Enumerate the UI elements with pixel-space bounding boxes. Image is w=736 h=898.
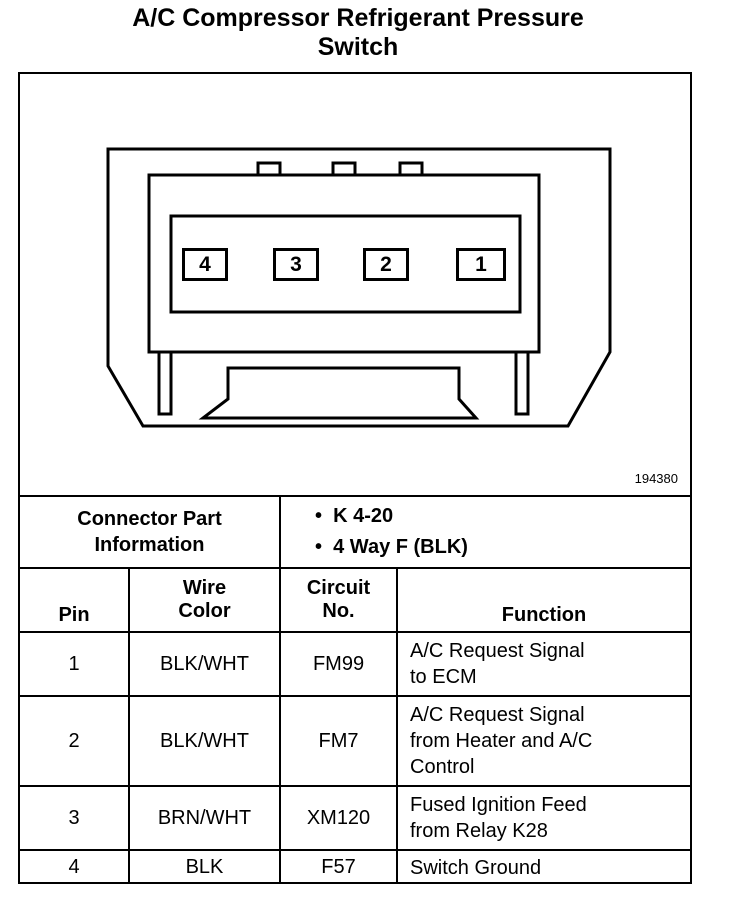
- cell-pin: 2: [20, 695, 130, 787]
- header-circuit: Circuit No.: [279, 567, 398, 633]
- connector-body: [147, 173, 541, 354]
- table-row: 4 BLK F57 Switch Ground: [20, 849, 691, 884]
- cell-wire: BRN/WHT: [128, 785, 281, 851]
- list-item: • 4 Way F (BLK): [315, 536, 468, 558]
- locking-tab: [331, 161, 357, 177]
- figure-number: 194380: [634, 471, 678, 486]
- cell-pin: 1: [20, 631, 130, 697]
- table-row: 2 BLK/WHT FM7 A/C Request Signal from He…: [20, 695, 691, 787]
- diagram-frame: 4 3 2 1 194380 Connector Part Informatio…: [18, 72, 692, 884]
- title-line-1: A/C Compressor Refrigerant Pressure: [132, 4, 584, 32]
- cell-pin: 3: [20, 785, 130, 851]
- pin-number: 2: [380, 252, 392, 276]
- pin-box-4: 4: [182, 248, 228, 281]
- cell-pin: 4: [20, 849, 130, 884]
- connector-leg: [157, 350, 173, 416]
- page-title: A/C Compressor Refrigerant Pressure Swit…: [0, 4, 716, 62]
- connector-drawing: [106, 147, 612, 428]
- cell-circuit: FM7: [279, 695, 398, 787]
- table-row: 1 BLK/WHT FM99 A/C Request Signal to ECM: [20, 631, 691, 697]
- pin-box-1: 1: [456, 248, 506, 281]
- connector-part-values: • K 4-20 • 4 Way F (BLK): [278, 495, 691, 569]
- connector-diagram: 4 3 2 1 194380: [20, 74, 690, 495]
- table-row: 3 BRN/WHT XM120 Fused Ignition Feed from…: [20, 785, 691, 851]
- cell-function: A/C Request Signal from Heater and A/C C…: [395, 695, 691, 787]
- terminal-window: [169, 214, 522, 314]
- pin-number: 4: [199, 252, 211, 276]
- table-header-row: Pin Wire Color Circuit No. Function: [20, 567, 691, 633]
- title-line-2: Switch: [317, 33, 399, 61]
- connector-part-label: Connector Part Information: [20, 495, 281, 569]
- cell-wire: BLK: [128, 849, 281, 884]
- cell-circuit: F57: [279, 849, 398, 884]
- cell-circuit: XM120: [279, 785, 398, 851]
- cell-wire: BLK/WHT: [128, 631, 281, 697]
- pin-box-2: 2: [363, 248, 409, 281]
- connector-key: [198, 366, 480, 420]
- pin-number: 3: [290, 252, 302, 276]
- cell-wire: BLK/WHT: [128, 695, 281, 787]
- connector-leg: [514, 350, 530, 416]
- connector-housing: [106, 147, 612, 428]
- list-item: • K 4-20: [315, 505, 394, 527]
- cell-function: Fused Ignition Feed from Relay K28: [395, 785, 691, 851]
- header-function: Function: [395, 567, 691, 633]
- locking-tab: [256, 161, 282, 177]
- connector-info-row: Connector Part Information • K 4-20 • 4 …: [20, 495, 691, 569]
- header-pin: Pin: [20, 567, 130, 633]
- locking-tab: [398, 161, 424, 177]
- pin-number: 1: [475, 252, 487, 276]
- header-wire-color: Wire Color: [128, 567, 281, 633]
- cell-function: A/C Request Signal to ECM: [395, 631, 691, 697]
- cell-circuit: FM99: [279, 631, 398, 697]
- pin-box-3: 3: [273, 248, 319, 281]
- connector-table: Connector Part Information • K 4-20 • 4 …: [20, 495, 691, 884]
- cell-function: Switch Ground: [395, 849, 691, 884]
